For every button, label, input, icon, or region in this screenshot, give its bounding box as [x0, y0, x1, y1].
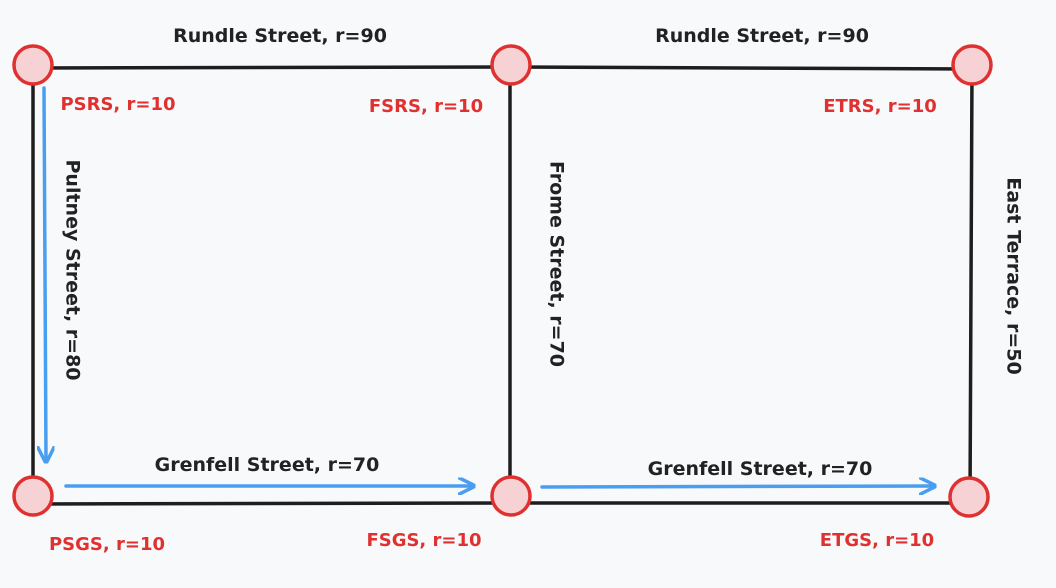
node-etrs — [951, 44, 993, 86]
node-label-etgs: ETGS, r=10 — [820, 530, 934, 551]
street-label-east-terrace: East Terrace, r=50 — [1003, 177, 1025, 374]
node-fsrs — [490, 44, 532, 86]
node-psgs — [12, 475, 54, 517]
node-label-fsrs: FSRS, r=10 — [369, 96, 483, 117]
route-arrow-pultney-down — [44, 86, 46, 460]
east-terrace-road — [968, 67, 974, 505]
street-label-grenfell-west: Grenfell Street, r=70 — [155, 454, 380, 476]
street-label-rundle-east: Rundle Street, r=90 — [655, 25, 869, 47]
rundle-street-east-road — [508, 65, 974, 71]
node-label-psgs: PSGS, r=10 — [49, 534, 165, 555]
street-label-rundle-west: Rundle Street, r=90 — [173, 25, 387, 47]
node-label-psrs: PSRS, r=10 — [60, 94, 175, 115]
node-fsgs — [490, 475, 532, 517]
node-label-etrs: ETRS, r=10 — [823, 96, 937, 117]
street-label-pultney: Pultney Street, r=80 — [62, 159, 84, 380]
node-psrs — [12, 44, 54, 86]
street-label-frome: Frome Street, r=70 — [546, 161, 568, 367]
node-etgs — [948, 476, 990, 518]
node-label-fsgs: FSGS, r=10 — [366, 530, 481, 551]
grenfell-street-west-road — [31, 501, 512, 506]
rundle-street-west-road — [31, 65, 512, 70]
street-label-grenfell-east: Grenfell Street, r=70 — [648, 458, 873, 480]
route-arrow-grenfell-east — [540, 486, 933, 487]
